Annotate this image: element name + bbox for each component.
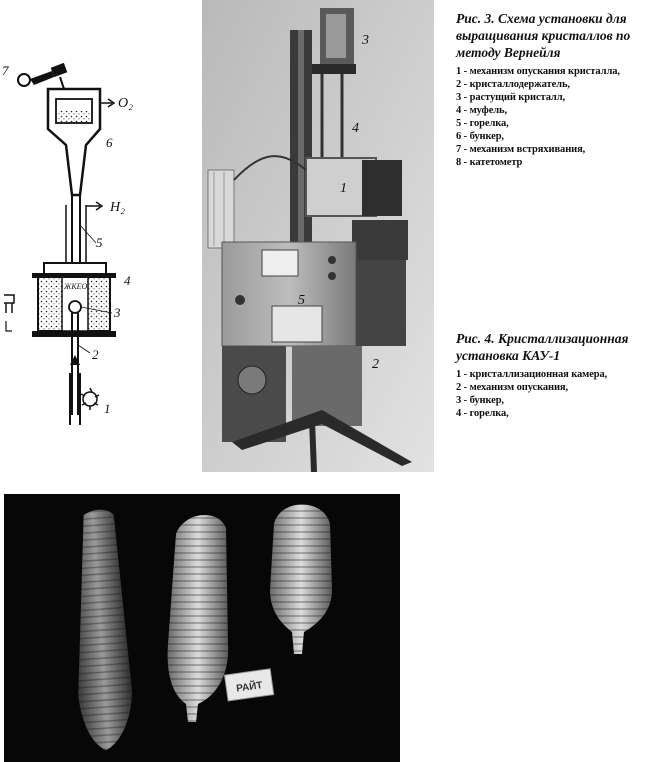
photo-label-1: 1 [340, 181, 347, 196]
legend-item: 3 - бункер, [456, 395, 504, 406]
matchbox-text: РАЙТ [235, 678, 263, 695]
legend-item: 4 - муфель, [456, 105, 508, 116]
figure-4-legend: 1 - кристаллизационная камера, 2 - механ… [456, 368, 648, 420]
label-1: 1 [104, 401, 111, 416]
burner-tube [65, 195, 104, 265]
legend-item: 2 - механизм опускания, [456, 382, 569, 393]
legend-item: 2 - кристаллодержатель, [456, 79, 570, 90]
photo-label-4: 4 [352, 121, 359, 136]
photo-label-2: 2 [372, 357, 379, 372]
label-6: 6 [106, 135, 113, 150]
legend-item: 7 - механизм встряхивания, [456, 144, 586, 155]
figure-3-title: Рис. 3. Схема установки для выращивания … [456, 11, 631, 60]
matchbox-label: РАЙТ [223, 668, 275, 702]
legend-item: 1 - кристаллизационная камера, [456, 369, 608, 380]
lowering-mechanism [69, 373, 100, 425]
legend-item: 1 - механизм опускания кристалла, [456, 66, 620, 77]
figure-4-title: Рис. 4. Кристаллизационная установка КАУ… [456, 331, 629, 363]
cathetometer [4, 294, 15, 332]
label-h2: H₂ [109, 200, 125, 215]
label-7: 7 [2, 63, 9, 78]
photo-label-3: 3 [361, 33, 369, 48]
crystal-boule-light [167, 515, 229, 722]
figure-3-caption: Рис. 3. Схема установки для выращивания … [456, 10, 648, 169]
legend-item: 3 - растущий кристалл, [456, 92, 566, 103]
label-5: 5 [96, 235, 103, 250]
muffle-insert-mark: ЖКЕО [63, 282, 88, 291]
legend-item: 4 - горелка, [456, 408, 509, 419]
growing-crystal [68, 300, 113, 314]
label-o2: O₂ [118, 96, 133, 111]
crystal-boule-dark [78, 509, 133, 751]
crystal-boule-short [270, 504, 332, 654]
grown-crystals-photo: РАЙТ [4, 494, 400, 762]
legend-item: 6 - бункер, [456, 131, 504, 142]
legend-item: 5 - горелка, [456, 118, 509, 129]
crystal-holder [70, 313, 91, 415]
verneuil-schematic-diagram: 7 O₂ 6 H₂ 5 ЖКЕО 4 3 [2, 62, 133, 425]
muffle: ЖКЕО [32, 262, 116, 337]
label-4: 4 [124, 273, 131, 288]
figure-3-legend: 1 - механизм опускания кристалла, 2 - кр… [456, 65, 648, 169]
photo-label-5: 5 [298, 293, 305, 308]
shaking-mechanism [17, 62, 68, 90]
figure-4-caption: Рис. 4. Кристаллизационная установка КАУ… [456, 330, 648, 420]
kau-1-installation-photo: 3 4 1 5 2 [202, 0, 434, 472]
hopper [46, 87, 116, 197]
legend-item: 8 - катетометр [456, 157, 523, 168]
label-3: 3 [113, 305, 121, 320]
label-2: 2 [92, 347, 99, 362]
